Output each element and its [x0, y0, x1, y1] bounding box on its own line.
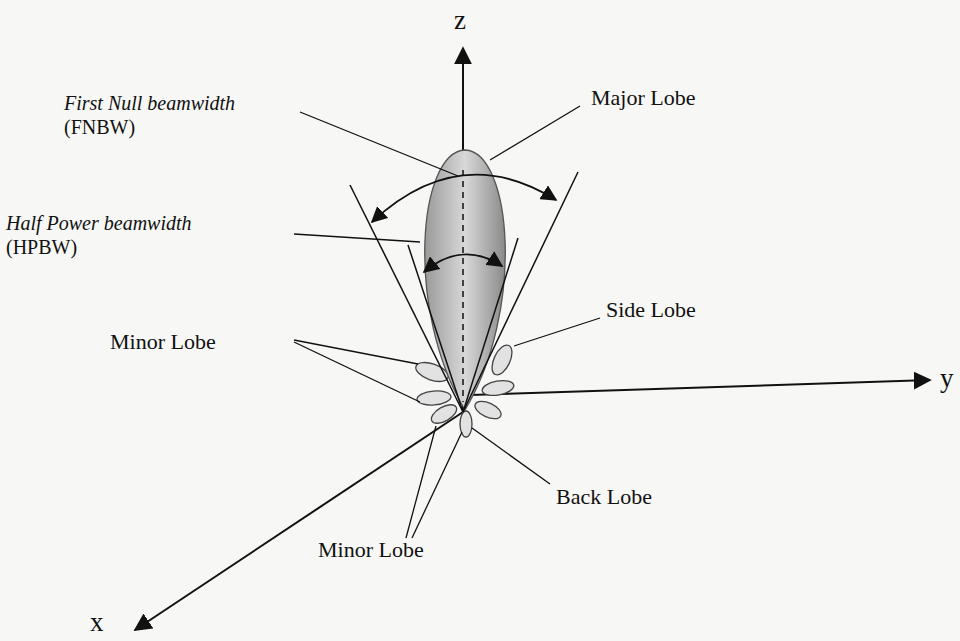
lobe-label: Side Lobe: [606, 298, 696, 322]
axis-label: z: [454, 6, 466, 36]
beamwidth-abbrev: (FNBW): [64, 116, 135, 138]
beamwidth-abbrev: (HPBW): [6, 236, 77, 258]
beamwidth-label: First Null beamwidth: [64, 92, 235, 114]
lobe-label: Back Lobe: [556, 485, 652, 509]
major-lobe: [425, 150, 506, 410]
axis-label: y: [940, 364, 954, 394]
x-axis: [135, 412, 463, 630]
hpbw-line: [463, 238, 518, 412]
beamwidth-label: Half Power beamwidth: [6, 212, 192, 234]
lobe-label: Minor Lobe: [110, 330, 216, 354]
lobe-label: Minor Lobe: [318, 538, 424, 562]
lobe-label: Major Lobe: [591, 86, 695, 110]
axis-label: x: [90, 608, 104, 638]
y-axis: [470, 380, 930, 395]
fnbw-line: [350, 185, 463, 412]
hpbw-arc: [424, 254, 502, 272]
leader-lines: [294, 106, 600, 538]
beam-axis: [462, 170, 464, 402]
fnbw-line: [463, 172, 578, 412]
hpbw-line: [408, 245, 463, 412]
fnbw-arc: [372, 175, 556, 222]
